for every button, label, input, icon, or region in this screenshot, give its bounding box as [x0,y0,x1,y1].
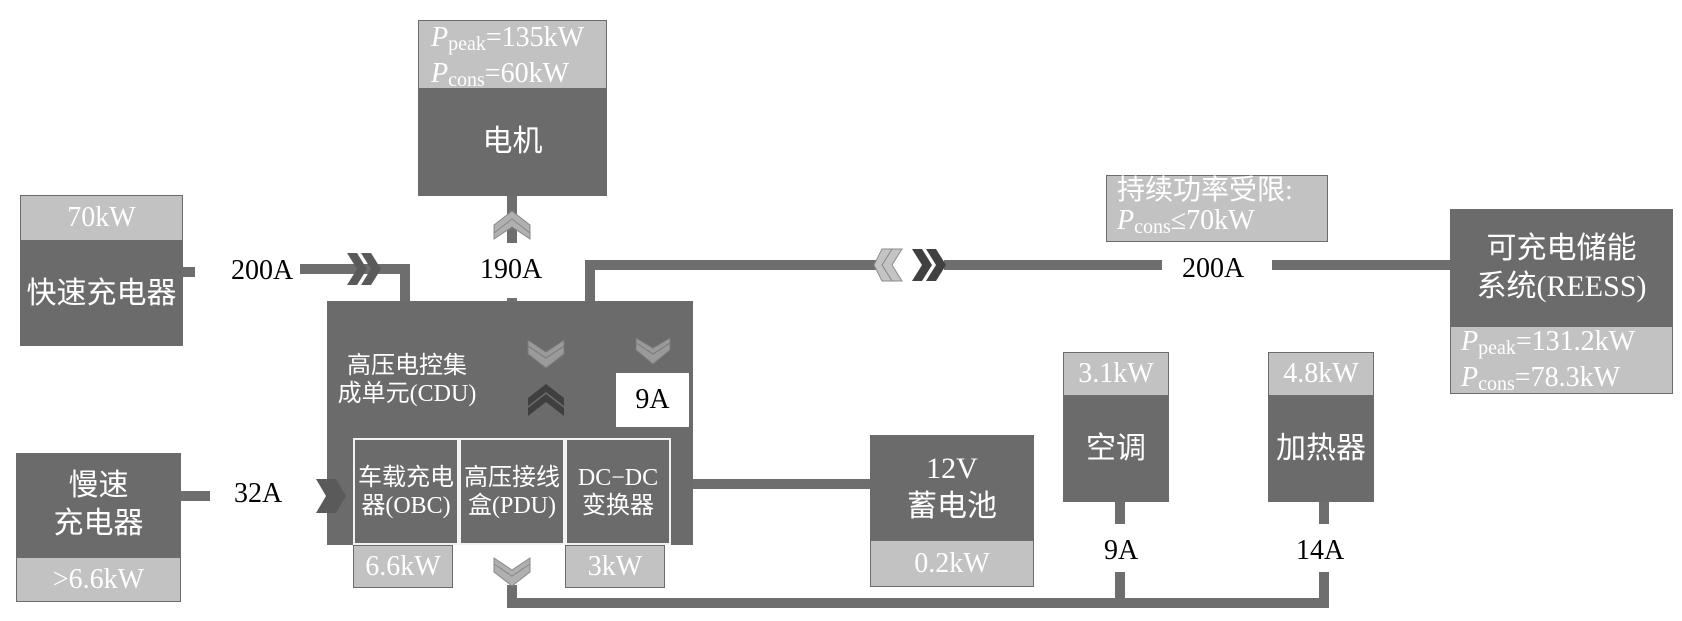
wire-reess-bus-c [1272,260,1450,270]
reess-charge-arrow [912,249,946,281]
dcdc-rating-box: 3kW [565,545,665,588]
reess-cons-line: Pcons=78.3kW [1461,362,1620,396]
heater-label: 加热器 [1276,432,1366,465]
reess-peak-line: Ppeak=131.2kW [1461,326,1636,360]
motor-box: 电机 [418,88,607,196]
fast-charger-label: 快速充电器 [26,276,177,310]
limit-note-line2: Pcons≤70kW [1117,205,1255,239]
reess-label-2: 系统(REESS) [1476,269,1647,303]
battery12v-rating: 0.2kW [914,547,990,579]
wire-reess-bus-b [944,260,1162,270]
reess-current: 200A [1176,253,1251,285]
heater-box: 加热器 [1268,396,1374,502]
obc-label-2: 器(OBC) [361,492,451,519]
wire-ac-top [1115,502,1125,524]
ac-box: 空调 [1063,396,1169,502]
slow-charge-flow-arrow [316,479,346,513]
dcdc-box: DC−DC 变换器 [565,438,671,545]
battery12v-label-2: 蓄电池 [907,489,997,523]
fast-charger-rating-box: 70kW [20,195,183,241]
fast-charger-current: 200A [225,255,300,287]
battery12v-rating-box: 0.2kW [870,540,1034,587]
obc-rating: 6.6kW [365,550,441,582]
reess-label-1: 可充电储能 [1486,231,1637,265]
dcdc-rating: 3kW [587,550,643,582]
dcdc-label-1: DC−DC [577,464,659,491]
cdu-title: 高压电控集 成单元(CDU) [327,350,487,410]
motor-flow-arrow-down [527,339,565,369]
slow-charger-label-2: 充电器 [53,507,144,540]
pdu-flow-arrow-up [528,384,564,416]
wire-reess-bus-a [585,260,880,270]
slow-charger-rating-box: >6.6kW [16,557,181,602]
wire-bottom-bus [507,598,1329,608]
heater-rating-box: 4.8kW [1268,352,1374,396]
pdu-label-2: 盒(PDU) [468,492,556,519]
wire-heater-top [1319,502,1329,524]
motor-label: 电机 [482,125,543,158]
wire-fast-charger-drop [400,264,410,324]
pdu-box: 高压接线 盒(PDU) [459,438,565,545]
battery12v-label-1: 12V [926,451,978,485]
ac-current: 9A [1098,535,1145,567]
slow-charger-rating: >6.6kW [52,563,145,595]
reess-power-box: Ppeak=131.2kW Pcons=78.3kW [1450,326,1673,395]
slow-charger-label-1: 慢速 [68,469,129,502]
heater-rating: 4.8kW [1283,358,1359,389]
wire-pdu-down [507,585,517,606]
dcdc-current: 9A [635,384,670,415]
ac-rating: 3.1kW [1078,358,1154,389]
motor-flow-arrow-up [493,210,531,240]
slow-charger-current: 32A [228,478,289,510]
reess-box: 可充电储能 系统(REESS) [1450,209,1673,326]
dcdc-current-box: 9A [616,373,689,427]
reess-discharge-arrow [873,248,903,282]
wire-ac-bottom [1115,572,1125,606]
limit-note-box: 持续功率受限: Pcons≤70kW [1106,175,1328,242]
wire-slow-charger [170,491,210,501]
motor-current: 190A [474,254,549,286]
fast-charger-rating: 70kW [67,202,136,233]
pdu-label-1: 高压接线 [464,464,560,491]
obc-rating-box: 6.6kW [353,545,453,588]
motor-power-box: Ppeak=135kW Pcons=60kW [418,20,607,91]
fast-charger-box: 快速充电器 [20,241,183,346]
reess-in-cdu-arrow-down [635,337,671,365]
cdu-title-2: 成单元(CDU) [337,381,477,407]
cdu-title-1: 高压电控集 [347,353,467,379]
ac-rating-box: 3.1kW [1063,352,1169,396]
slow-charger-box: 慢速 充电器 [16,453,181,557]
ac-label: 空调 [1086,432,1146,465]
dcdc-label-2: 变换器 [582,492,654,519]
fast-charge-flow-arrow [347,253,381,285]
wire-to-12v [670,479,870,489]
limit-note-line1: 持续功率受限: [1117,175,1293,206]
wire-fast-charger-to-cdu [300,264,408,274]
motor-peak-line: Ppeak=135kW [431,22,585,56]
obc-box: 车载充电 器(OBC) [353,438,459,545]
battery12v-box: 12V 蓄电池 [870,435,1034,540]
wire-heater-bottom [1319,572,1329,606]
obc-label-1: 车载充电 [358,464,454,491]
heater-current: 14A [1290,535,1351,567]
motor-cons-line: Pcons=60kW [431,58,569,92]
pdu-bottom-arrow-down [493,557,531,587]
